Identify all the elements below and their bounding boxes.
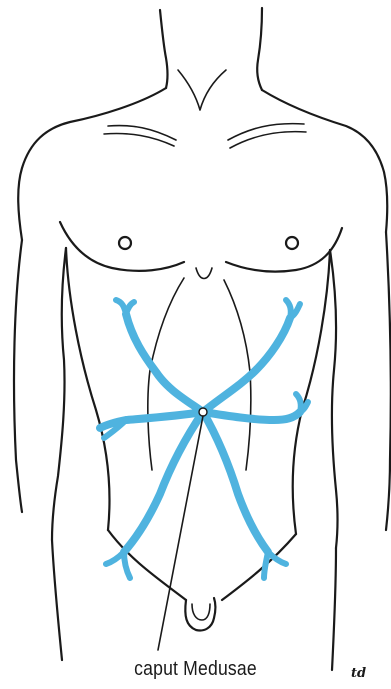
- right-arm-inner: [330, 250, 338, 548]
- vein-upper-left-fork-b: [126, 302, 134, 314]
- right-arm-outer: [386, 232, 391, 530]
- vein-lower-left-fork-b: [124, 552, 130, 578]
- caput-medusae-veins: [100, 300, 308, 578]
- left-pectoral: [60, 222, 184, 271]
- vein-upper-right: [203, 318, 290, 412]
- neck-center-line: [178, 70, 226, 110]
- right-pectoral: [226, 228, 342, 272]
- right-shoulder-outline: [262, 90, 387, 232]
- umbilicus: [199, 408, 207, 416]
- left-torso-side: [66, 248, 110, 530]
- left-clavicle-lower: [104, 134, 174, 147]
- left-arm-inner: [52, 248, 66, 540]
- vein-upper-left: [126, 314, 203, 412]
- left-arm-outer: [14, 240, 22, 512]
- left-nipple: [119, 237, 131, 249]
- neck-right-outline: [257, 8, 262, 90]
- left-shoulder-outline: [18, 88, 166, 240]
- right-thigh: [332, 548, 336, 670]
- vein-lower-right: [203, 412, 268, 552]
- left-thigh: [52, 540, 62, 660]
- artist-signature: td: [351, 666, 366, 681]
- xiphoid: [196, 268, 212, 279]
- genitals: [185, 598, 215, 631]
- right-nipple: [286, 237, 298, 249]
- vein-right: [203, 412, 300, 420]
- vein-lower-left: [124, 412, 203, 552]
- neck-left-outline: [160, 10, 168, 88]
- caption-label: caput Medusae: [23, 658, 367, 681]
- genitals-inner: [192, 604, 210, 620]
- vein-lower-right-fork-a: [264, 552, 268, 578]
